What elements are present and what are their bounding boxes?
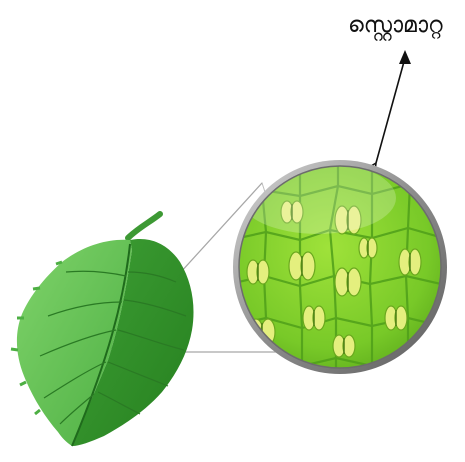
leaf-icon: [11, 214, 194, 446]
stoma: [247, 260, 269, 284]
stoma: [333, 335, 355, 357]
leaf-stem: [128, 214, 160, 238]
arrow-head: [399, 50, 411, 64]
stoma: [289, 252, 315, 280]
arrow-shaft: [376, 58, 405, 163]
stoma: [359, 238, 377, 258]
stoma: [335, 268, 361, 296]
stomata-label: സ്റ്റൊമാറ്റ: [348, 13, 443, 41]
